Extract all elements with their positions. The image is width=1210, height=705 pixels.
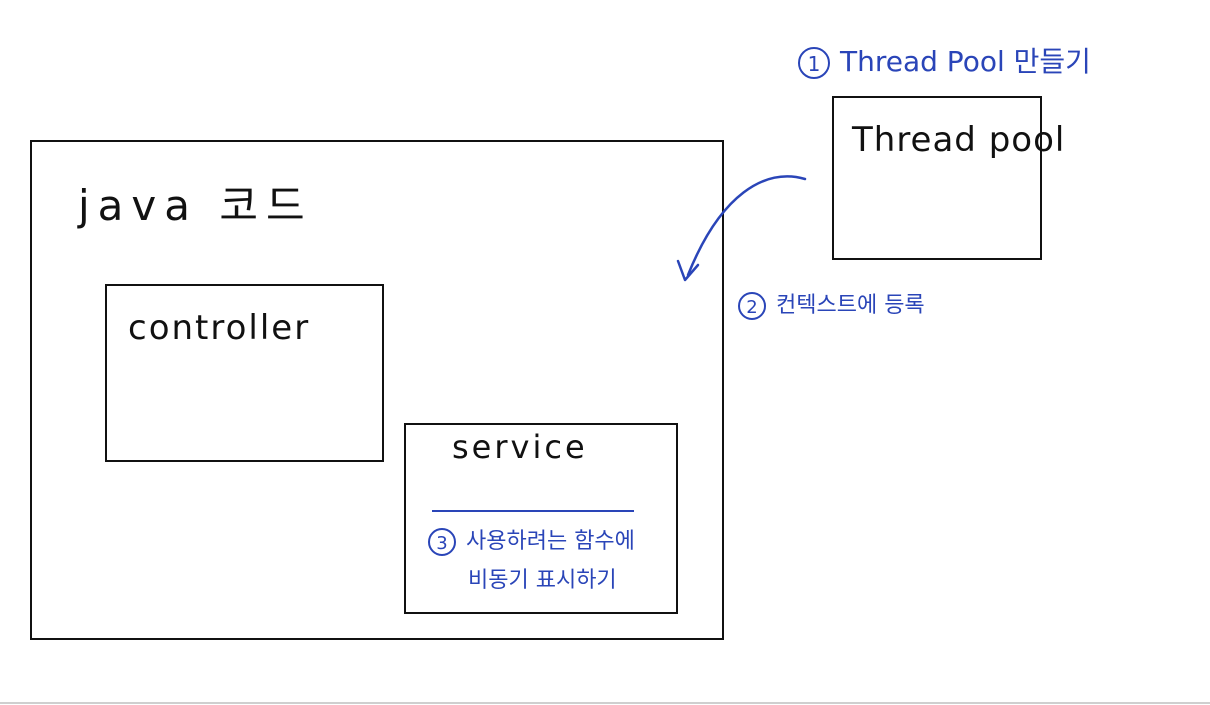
java-code-box — [30, 140, 724, 640]
controller-box — [105, 284, 384, 462]
register-arrow-icon — [676, 175, 807, 282]
thread-pool-label: Thread pool — [852, 120, 1066, 160]
bottom-edge-line — [0, 702, 1210, 704]
thread-pool-box — [832, 96, 1042, 260]
step3-text-line2: 비동기 표시하기 — [468, 568, 617, 593]
java-code-label: java 코드 — [78, 181, 313, 230]
service-box — [404, 423, 678, 614]
service-divider — [432, 510, 634, 512]
step2-text: 컨텍스트에 등록 — [776, 293, 925, 318]
step3-number-badge: 3 — [428, 528, 456, 556]
step2-annotation: 2 컨텍스트에 등록 — [738, 287, 925, 320]
step2-number-badge: 2 — [738, 292, 766, 320]
step1-text: Thread Pool 만들기 — [840, 45, 1091, 78]
service-label: service — [452, 428, 588, 466]
controller-label: controller — [128, 308, 311, 348]
step1-number-badge: 1 — [798, 47, 830, 79]
step3-text-line1: 사용하려는 함수에 — [466, 529, 635, 554]
step1-annotation: 1 Thread Pool 만들기 — [798, 40, 1091, 80]
step3-note-line1: 3 사용하려는 함수에 — [428, 523, 635, 556]
